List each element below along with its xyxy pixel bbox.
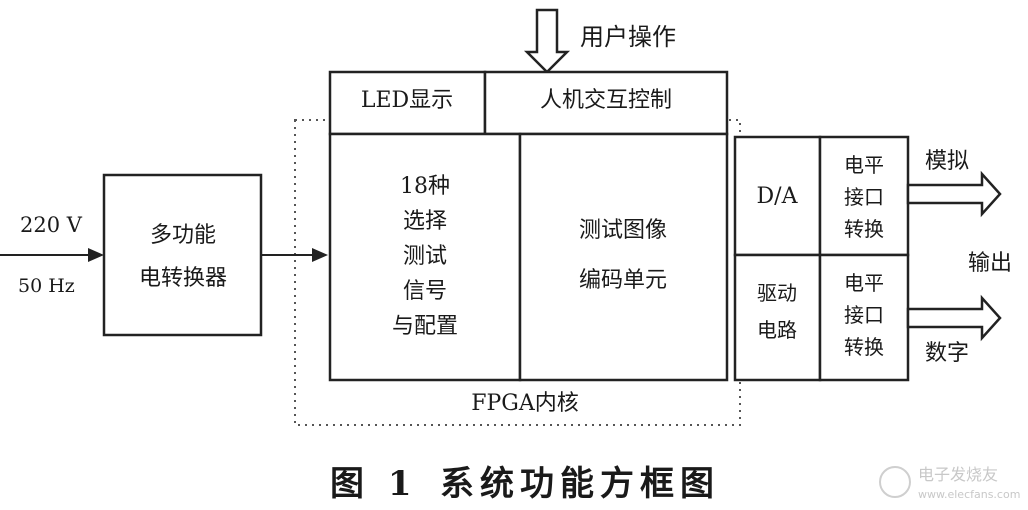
watermark-cn: 电子发烧友 — [918, 465, 998, 484]
hmi-control-block — [483, 70, 729, 136]
level-conv-2-line-1: 电平 — [844, 271, 884, 295]
signal-select-line-3: 测试 — [403, 244, 447, 269]
level-conv-1-line-3: 转换 — [844, 217, 884, 241]
encoder-line-1: 测试图像 — [579, 218, 667, 243]
converter-block — [102, 173, 263, 337]
led-display-label: LED显示 — [361, 88, 453, 113]
hmi-control-label: 人机交互控制 — [540, 88, 672, 113]
converter-line-2: 电转换器 — [139, 266, 227, 291]
led-display-block — [328, 70, 487, 136]
level-conv-block-2 — [818, 253, 910, 382]
drive-circuit-line-2: 电路 — [757, 318, 797, 342]
converter-line-1: 多功能 — [150, 223, 216, 248]
da-label: D/A — [757, 184, 799, 209]
encoder-block — [518, 132, 729, 382]
level-conv-2-line-2: 接口 — [844, 303, 884, 327]
elecfans-watermark: 电子发烧友 www.elecfans.com — [879, 465, 1020, 501]
elecfans-logo-icon — [879, 466, 911, 498]
signal-select-block — [328, 132, 522, 382]
level-conv-1-line-1: 电平 — [844, 153, 884, 177]
analog-output-arrow — [906, 170, 1002, 218]
input-freq-label: 50 Hz — [18, 275, 75, 297]
digital-output-arrow — [906, 294, 1002, 342]
signal-select-line-2: 选择 — [403, 209, 447, 234]
digital-output-label: 数字 — [925, 341, 969, 366]
analog-output-label: 模拟 — [925, 149, 969, 174]
level-conv-1-line-2: 接口 — [844, 185, 884, 209]
figure-caption: 系统功能方框图 — [440, 464, 720, 504]
input-voltage-label: 220 V — [20, 213, 83, 237]
signal-select-line-1: 18种 — [400, 174, 450, 199]
level-conv-2-line-3: 转换 — [844, 335, 884, 359]
figure-number: 图 1 — [330, 464, 418, 504]
user-op-label: 用户操作 — [580, 23, 676, 51]
fpga-core-label: FPGA内核 — [471, 391, 579, 416]
output-label: 输出 — [968, 251, 1012, 276]
encoder-line-2: 编码单元 — [579, 268, 667, 293]
signal-select-line-5: 与配置 — [392, 314, 458, 339]
watermark-url: www.elecfans.com — [918, 488, 1020, 501]
drive-circuit-line-1: 驱动 — [757, 281, 797, 305]
user-op-arrow — [523, 8, 571, 74]
power-input-arrowhead — [88, 248, 104, 262]
drive-circuit-block — [733, 253, 822, 382]
converter-to-fpga-arrowhead — [312, 248, 328, 262]
signal-select-line-4: 信号 — [403, 279, 447, 304]
